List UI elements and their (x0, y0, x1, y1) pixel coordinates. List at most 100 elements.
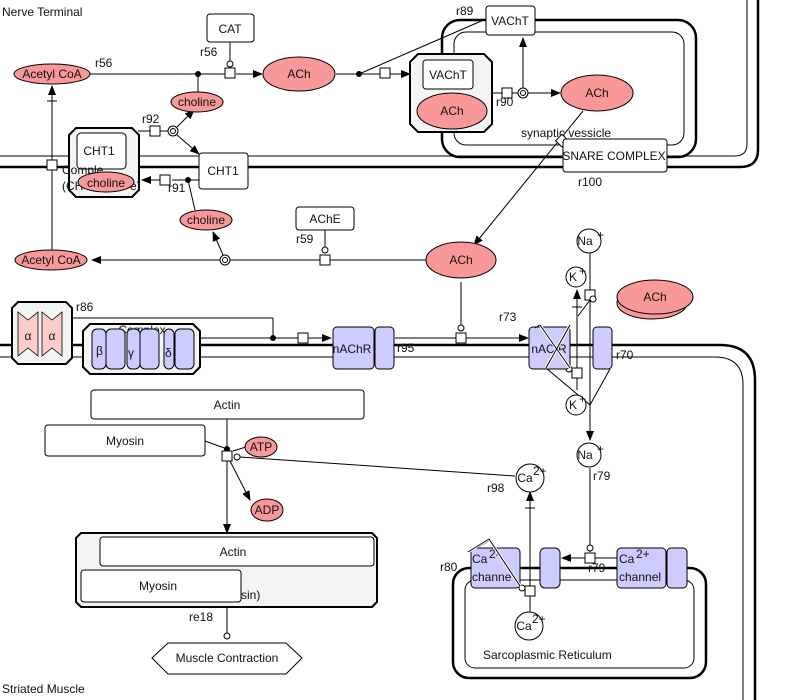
potassium-ion-top[interactable]: K + (565, 264, 587, 288)
ache-protein[interactable]: AChE (295, 206, 355, 231)
r91-label: r91 (168, 181, 186, 195)
sr-channel-middle[interactable] (539, 547, 561, 589)
beta-gamma-delta-complex[interactable]: Complex β γ δ (82, 323, 201, 375)
r56-node[interactable] (224, 67, 236, 79)
actomyosin-node[interactable] (221, 450, 233, 462)
r59-node[interactable] (319, 254, 331, 266)
snare-complex[interactable]: SNARE COMPLEX (562, 138, 668, 173)
svg-text:K: K (569, 398, 577, 412)
nerve-terminal-membrane (0, 0, 760, 169)
vacht-ach-complex[interactable]: VAChT ACh (409, 53, 493, 133)
r92-label: r92 (142, 112, 160, 126)
ach-molecule-receptor-bound[interactable]: ACh (616, 279, 694, 320)
muscle-contraction-phenotype[interactable]: Muscle Contraction (151, 642, 303, 675)
r86-label: r86 (76, 300, 94, 314)
actin-protein[interactable]: Actin (90, 389, 365, 420)
svg-text:+: + (579, 392, 586, 406)
calcium-ion-cytosol[interactable]: Ca 2+ (515, 463, 547, 493)
cat-protein[interactable]: CAT (206, 13, 255, 43)
vacht-protein[interactable]: VAChT (485, 5, 536, 36)
r89-node[interactable] (379, 67, 391, 79)
acetyl-coa-molecule-top[interactable]: Acetyl CoA (13, 63, 91, 85)
ach-molecule-cleft[interactable]: ACh (425, 241, 497, 279)
svg-text:2-: 2- (489, 547, 500, 561)
r98-label: r98 (487, 481, 505, 495)
r90-node[interactable] (501, 87, 513, 99)
choline-molecule-2[interactable]: choline (179, 209, 233, 231)
svg-text:sin): sin) (241, 588, 260, 602)
svg-text:choline: choline (87, 176, 125, 190)
alpha-subunit-1 (17, 311, 39, 357)
svg-text:γ: γ (128, 346, 134, 360)
svg-text:+: + (579, 264, 586, 278)
svg-text:Acetyl CoA: Acetyl CoA (21, 253, 80, 267)
r92-node[interactable] (149, 125, 161, 137)
r70-node-bottom[interactable] (571, 367, 583, 379)
svg-text:Na: Na (577, 448, 593, 462)
synaptic-vesicle-label: synaptic vessicle (521, 126, 611, 140)
r100-label: r100 (578, 175, 602, 189)
svg-text:ACh: ACh (440, 104, 463, 118)
svg-text:ACh: ACh (287, 67, 310, 81)
r95-label: r95 (397, 341, 415, 355)
striated-muscle-membrane (0, 343, 757, 700)
svg-text:CHT1: CHT1 (207, 164, 239, 178)
svg-text:Ca: Ca (619, 552, 635, 566)
calcium-channel-right[interactable]: Ca 2+ channel (616, 547, 688, 589)
svg-text:Myosin: Myosin (106, 434, 144, 448)
r59-label: r59 (296, 232, 314, 246)
svg-text:β: β (96, 344, 103, 358)
svg-text:Ca: Ca (472, 552, 488, 566)
myosin-protein[interactable]: Myosin (44, 424, 206, 457)
svg-text:SNARE COMPLEX: SNARE COMPLEX (562, 149, 665, 163)
svg-text:Muscle Contraction: Muscle Contraction (176, 651, 279, 665)
svg-text:Actin: Actin (214, 398, 241, 412)
svg-text:Actin: Actin (220, 545, 247, 559)
r89-label: r89 (456, 4, 474, 18)
acetyl-coa-molecule-bottom[interactable]: Acetyl CoA (14, 249, 88, 271)
ach-molecule-vesicle[interactable]: ACh (560, 74, 634, 112)
actomyosin-complex[interactable]: Actin sin) Myosin (75, 532, 378, 608)
cht1-protein[interactable]: CHT1 (198, 152, 249, 190)
svg-text:ACh: ACh (643, 290, 666, 304)
ach-molecule-cytosol[interactable]: ACh (262, 56, 336, 92)
svg-text:α: α (49, 329, 56, 343)
sodium-ion-top[interactable]: Na + (576, 228, 604, 254)
svg-text:channe: channe (472, 570, 512, 584)
nerve-terminal-label: Nerve Terminal (2, 5, 82, 19)
adp-molecule[interactable]: ADP (250, 498, 284, 522)
atp-molecule[interactable]: ATP (244, 436, 278, 458)
svg-text:CHT1: CHT1 (83, 144, 115, 158)
svg-text:choline: choline (187, 213, 225, 227)
r80-label: r80 (440, 560, 458, 574)
r80-node[interactable] (524, 585, 536, 597)
svg-text:nAChR: nAChR (333, 342, 372, 356)
re18-label: re18 (189, 610, 213, 624)
nachr-channel-inactive[interactable]: nAC R (528, 324, 613, 370)
r79-label: r79 (593, 469, 611, 483)
sodium-ion-bottom[interactable]: Na + (576, 442, 604, 468)
r79-label-b: r79 (588, 561, 606, 575)
left-transport-node[interactable] (46, 159, 58, 171)
svg-text:Ca: Ca (516, 619, 532, 633)
alpha-subunit-complex[interactable]: α α (11, 301, 73, 365)
r73-node[interactable] (455, 332, 467, 344)
cht1-choline-complex[interactable]: CHT1 Comple (CH e) choline (62, 127, 141, 198)
calcium-channel-left[interactable]: Ca 2- channe (467, 536, 522, 589)
svg-text:Ca: Ca (517, 471, 533, 485)
r56-label: r56 (95, 56, 113, 70)
potassium-ion-bottom[interactable]: K + (565, 392, 587, 416)
calcium-ion-sr[interactable]: Ca 2+ (514, 611, 546, 641)
nachr-channel[interactable]: nAChR (332, 326, 395, 370)
r86-node[interactable] (297, 332, 309, 344)
svg-text:Acetyl CoA: Acetyl CoA (22, 67, 81, 81)
sarcoplasmic-reticulum-membrane (451, 566, 708, 680)
svg-text:ACh: ACh (585, 86, 608, 100)
choline-molecule-1[interactable]: choline (170, 91, 224, 113)
r70-label: r70 (616, 348, 634, 362)
r56-label-b: r56 (200, 45, 218, 59)
svg-text:Na: Na (577, 234, 593, 248)
svg-text:e): e) (130, 179, 141, 193)
svg-text:AChE: AChE (309, 212, 340, 226)
